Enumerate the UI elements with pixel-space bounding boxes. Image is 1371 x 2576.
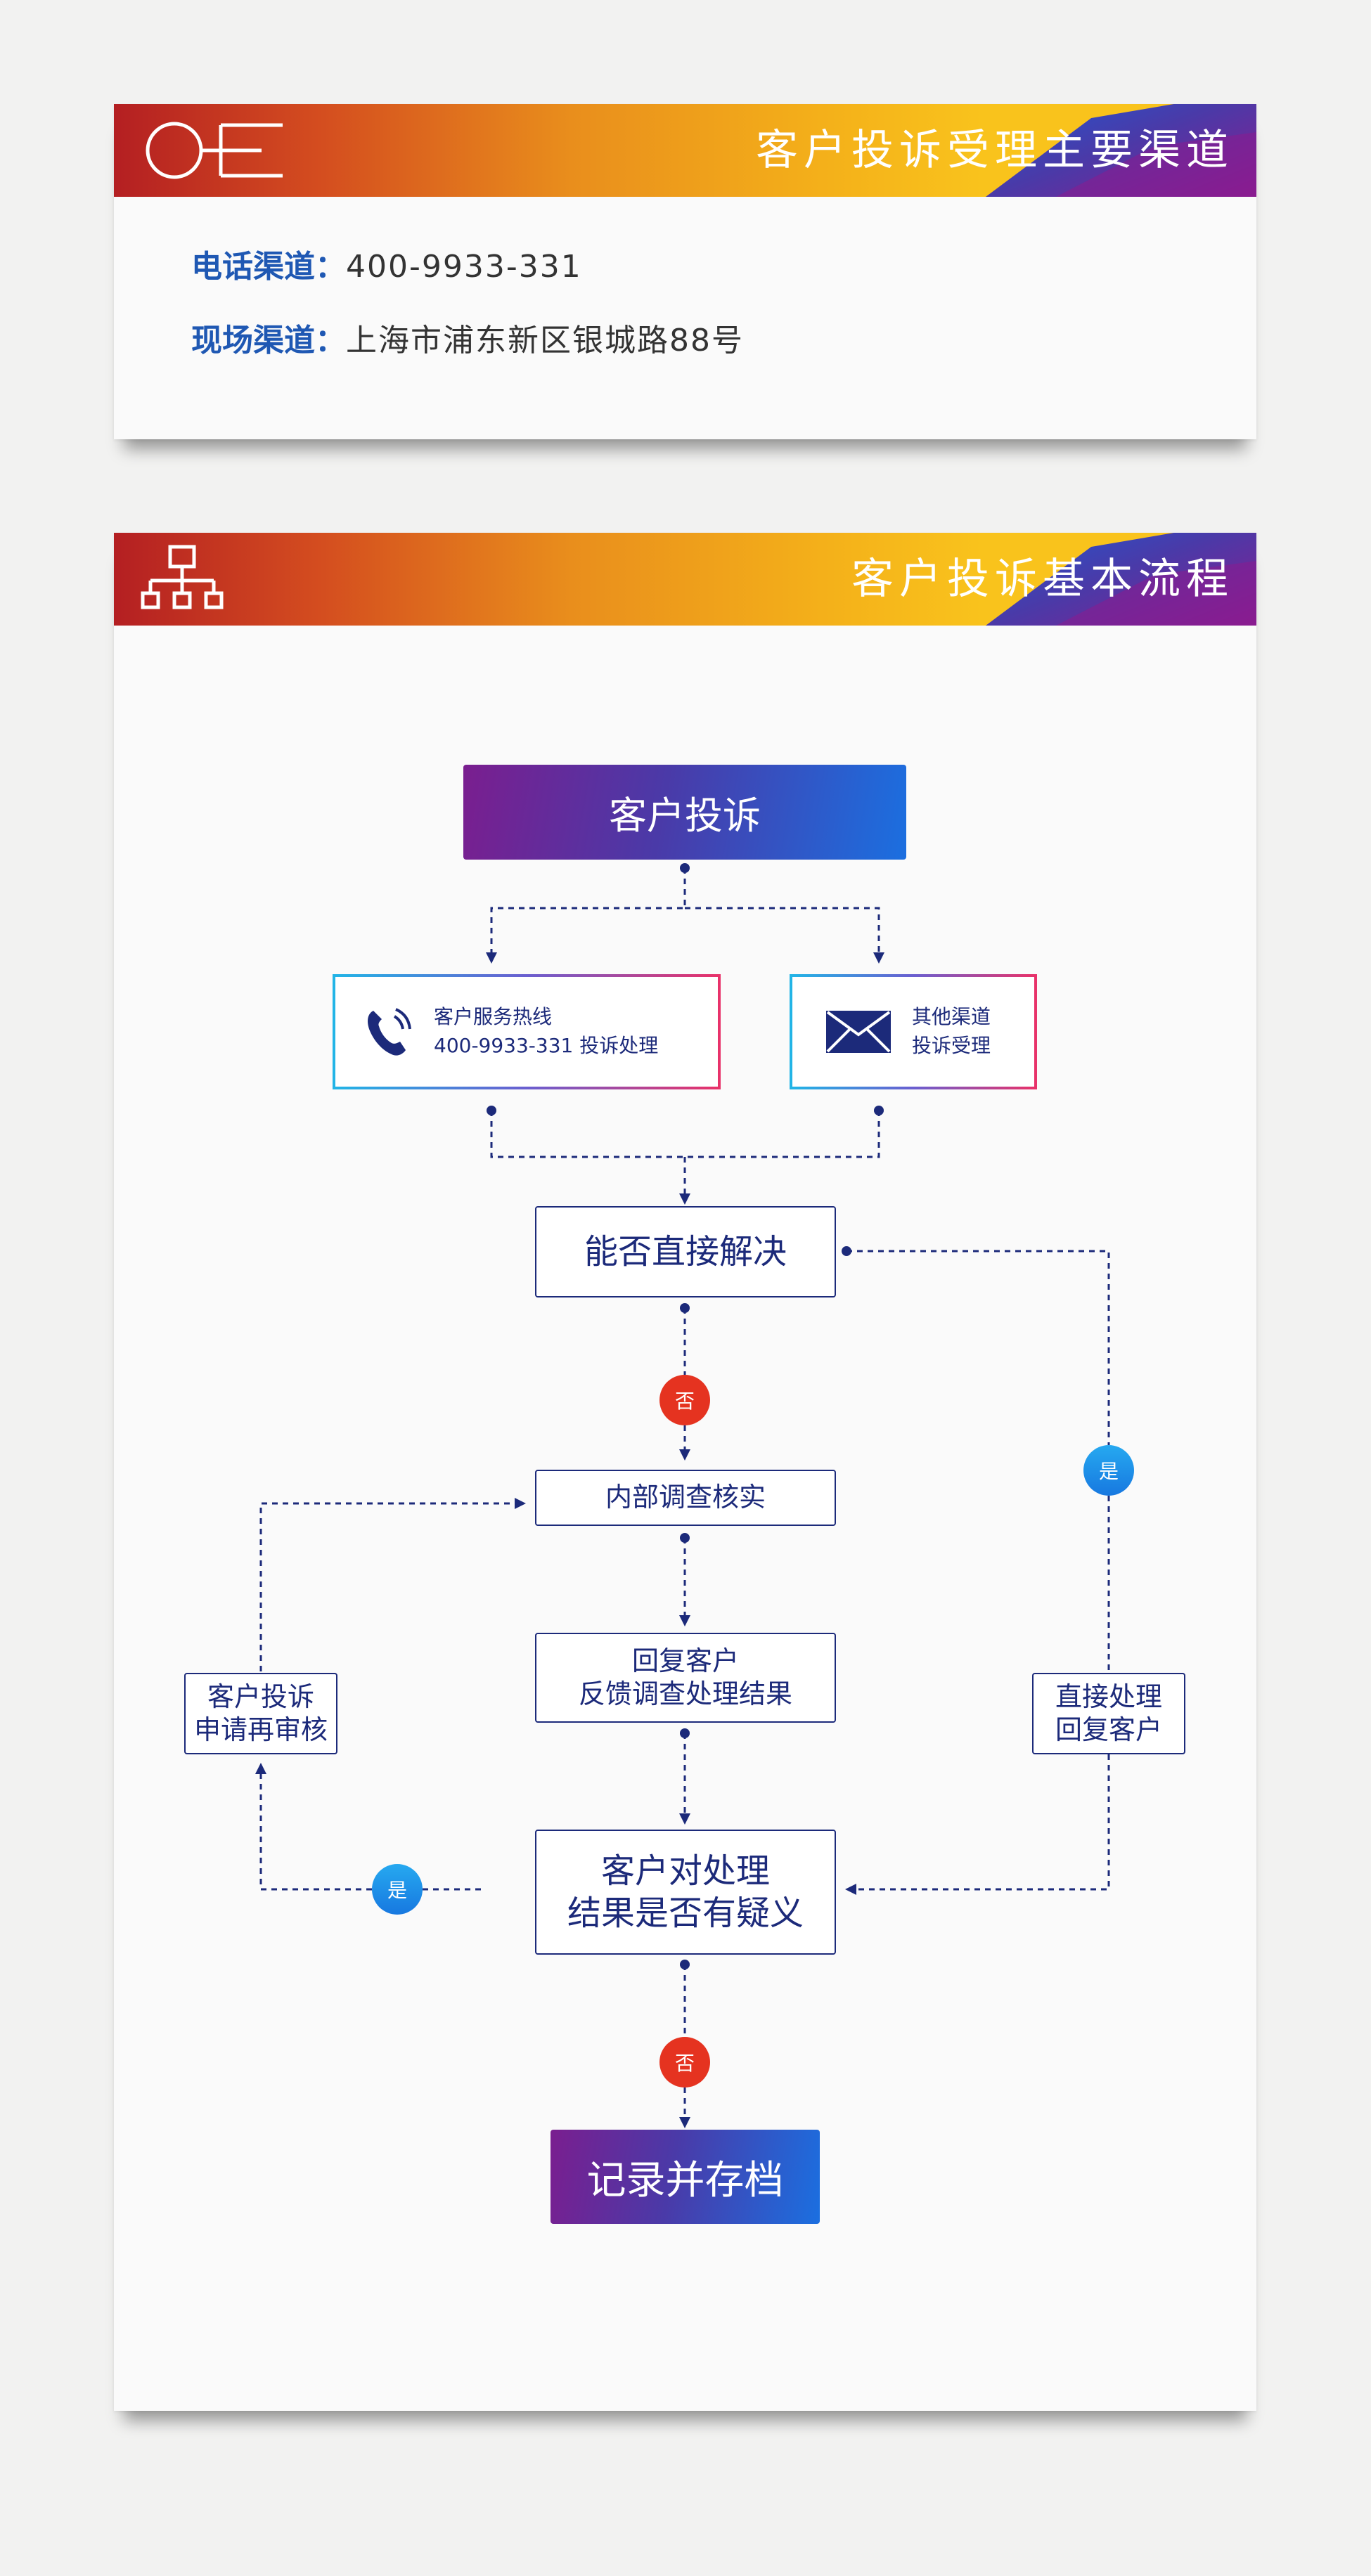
reply-customer-node: 回复客户 反馈调查处理结果 — [535, 1633, 836, 1723]
direct-line1: 直接处理 — [1055, 1681, 1162, 1712]
phone-icon — [368, 1008, 411, 1056]
envelope-icon — [826, 1011, 891, 1053]
channels-card: 客户投诉受理主要渠道 电话渠道：400-9933-331 现场渠道：上海市浦东新… — [114, 104, 1256, 439]
org-chart-icon — [141, 545, 224, 609]
decide-direct-node: 能否直接解决 — [535, 1206, 836, 1297]
hotline-title: 客户服务热线 — [434, 1005, 553, 1029]
no-badge-1: 否 — [659, 1375, 710, 1425]
reply-line1: 回复客户 — [631, 1645, 739, 1676]
reply-line2: 反馈调查处理结果 — [578, 1678, 792, 1709]
decide-doubt-node: 客户对处理 结果是否有疑义 — [535, 1830, 836, 1955]
recheck-line1: 客户投诉 — [207, 1681, 314, 1712]
doubt-line1: 客户对处理 — [600, 1851, 770, 1891]
internal-investigation-node: 内部调查核实 — [535, 1470, 836, 1526]
banner-decoration — [986, 104, 1256, 197]
doubt-line2: 结果是否有疑义 — [567, 1894, 804, 1933]
yes-badge-left: 是 — [372, 1864, 423, 1915]
direct-line2: 回复客户 — [1055, 1714, 1162, 1745]
other-channel-title: 其他渠道 — [912, 1005, 991, 1029]
start-complaint-node: 客户投诉 — [463, 765, 906, 860]
other-channel-text: 其他渠道 投诉受理 — [912, 1003, 991, 1060]
phone-channel-label: 电话渠道： — [191, 249, 346, 285]
end-archive-node: 记录并存档 — [551, 2130, 820, 2224]
hotline-text: 客户服务热线 400-9933-331 投诉处理 — [434, 1003, 658, 1060]
channels-title: 客户投诉受理主要渠道 — [756, 126, 1234, 175]
process-card: 客户投诉基本流程 — [114, 533, 1256, 2411]
direct-handling-node: 直接处理 回复客户 — [1032, 1673, 1185, 1754]
onsite-channel-label: 现场渠道： — [191, 323, 346, 358]
phone-channel-row: 电话渠道：400-9933-331 — [191, 241, 582, 286]
recheck-line2: 申请再审核 — [193, 1714, 328, 1745]
other-channel-sub: 投诉受理 — [912, 1034, 991, 1057]
no-badge-2: 否 — [659, 2037, 710, 2088]
onsite-channel-value: 上海市浦东新区银城路88号 — [346, 323, 744, 358]
process-title: 客户投诉基本流程 — [851, 555, 1234, 604]
hotline-channel-node: 客户服务热线 400-9933-331 投诉处理 — [333, 974, 721, 1089]
recheck-request-node: 客户投诉 申请再审核 — [184, 1673, 337, 1754]
process-banner: 客户投诉基本流程 — [114, 533, 1256, 626]
phone-channel-value: 400-9933-331 — [346, 249, 582, 285]
channels-logo-icon — [146, 122, 283, 179]
yes-badge-right: 是 — [1083, 1445, 1134, 1496]
banner-decoration — [986, 533, 1256, 626]
flow-connectors — [255, 863, 1110, 2128]
other-channel-node: 其他渠道 投诉受理 — [790, 974, 1037, 1089]
onsite-channel-row: 现场渠道：上海市浦东新区银城路88号 — [191, 315, 744, 360]
channels-banner: 客户投诉受理主要渠道 — [114, 104, 1256, 197]
hotline-number: 400-9933-331 投诉处理 — [434, 1034, 659, 1057]
